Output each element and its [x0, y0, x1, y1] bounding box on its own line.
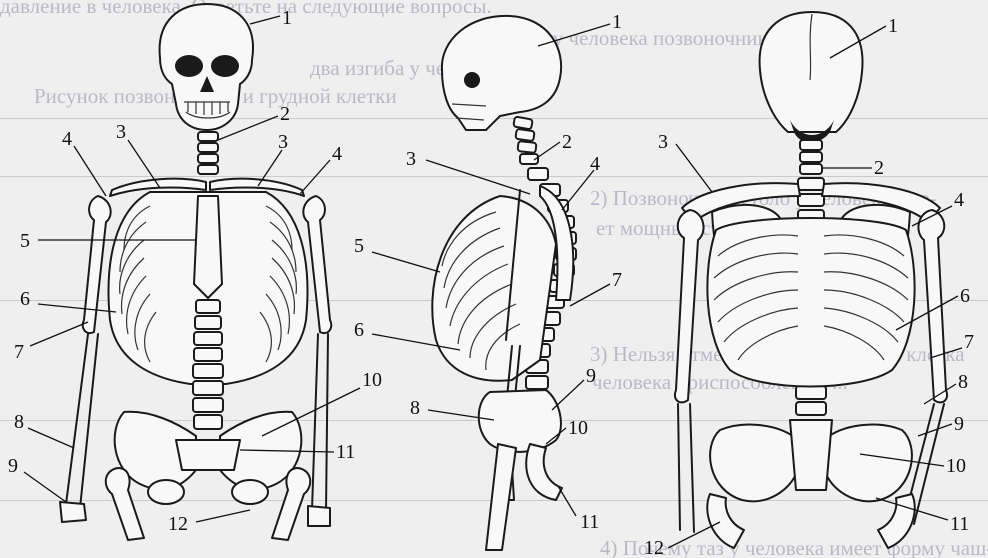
front-eye-socket-right [211, 55, 239, 77]
front-label-10: 10 [362, 369, 382, 391]
back-label-10: 10 [946, 455, 966, 477]
back-humerus-left [675, 210, 704, 402]
side-skull [442, 16, 561, 130]
front-humerus-left [83, 196, 111, 333]
side-label-2: 2 [562, 131, 572, 153]
back-pelvis-left [710, 425, 798, 502]
back-label-2: 2 [874, 157, 884, 179]
back-femur-right [878, 494, 915, 548]
front-obturator-left [148, 480, 184, 504]
side-label-6-right: 7 [612, 269, 622, 291]
side-eye-socket [464, 72, 480, 88]
back-label-3: 3 [658, 131, 668, 153]
front-sternum [194, 196, 222, 298]
side-sacrum-coccyx [526, 444, 562, 500]
side-rib-cage [432, 196, 556, 381]
front-label-2: 2 [280, 103, 290, 125]
back-forearm-left [678, 404, 694, 532]
front-skeleton: 1 2 3 3 4 4 5 6 7 8 9 [8, 4, 382, 540]
back-label-6: 6 [960, 285, 970, 307]
front-label-3-right: 3 [278, 131, 288, 153]
side-label-4: 4 [590, 153, 600, 175]
front-hand-right [308, 506, 330, 526]
side-skeleton: 1 2 3 4 5 7 6 8 9 10 11 [354, 11, 622, 550]
back-femur-left [707, 494, 744, 548]
side-label-3: 3 [406, 148, 416, 170]
front-cervical-spine [198, 132, 218, 174]
front-forearm-left [66, 334, 98, 508]
back-label-11: 11 [950, 513, 969, 535]
side-label-8: 8 [410, 397, 420, 419]
back-skeleton: 1 2 3 4 6 7 8 9 10 11 12 [644, 12, 974, 558]
front-obturator-right [232, 480, 268, 504]
front-hand-left [60, 502, 86, 522]
back-label-8: 8 [958, 371, 968, 393]
front-label-6: 6 [20, 288, 30, 310]
side-label-5: 5 [354, 235, 364, 257]
front-label-8: 8 [14, 411, 24, 433]
front-label-9: 9 [8, 455, 18, 477]
front-label-1: 1 [282, 7, 292, 29]
back-label-9: 9 [954, 413, 964, 435]
back-label-1: 1 [888, 15, 898, 37]
front-label-12: 12 [168, 513, 188, 535]
side-label-6: 6 [354, 319, 364, 341]
back-label-4: 4 [954, 189, 964, 211]
side-label-10: 10 [568, 417, 588, 439]
front-label-5: 5 [20, 230, 30, 252]
side-label-1: 1 [612, 11, 622, 33]
front-label-7: 7 [14, 341, 24, 363]
front-label-4-right: 4 [332, 143, 342, 165]
front-skull [160, 4, 253, 130]
front-label-4-left: 4 [62, 128, 72, 150]
back-label-7: 7 [964, 331, 974, 353]
side-label-9: 9 [586, 365, 596, 387]
front-forearm-right [312, 334, 328, 512]
side-label-11: 11 [580, 511, 599, 533]
front-label-11: 11 [336, 441, 355, 463]
back-label-12: 12 [644, 537, 664, 558]
front-sacrum [176, 440, 240, 470]
back-pelvis-right [824, 425, 912, 502]
front-lumbar-spine [193, 300, 223, 429]
front-label-3-left: 3 [116, 121, 126, 143]
back-humerus-right [918, 210, 947, 402]
back-sacrum [790, 420, 832, 490]
front-eye-socket-left [175, 55, 203, 77]
